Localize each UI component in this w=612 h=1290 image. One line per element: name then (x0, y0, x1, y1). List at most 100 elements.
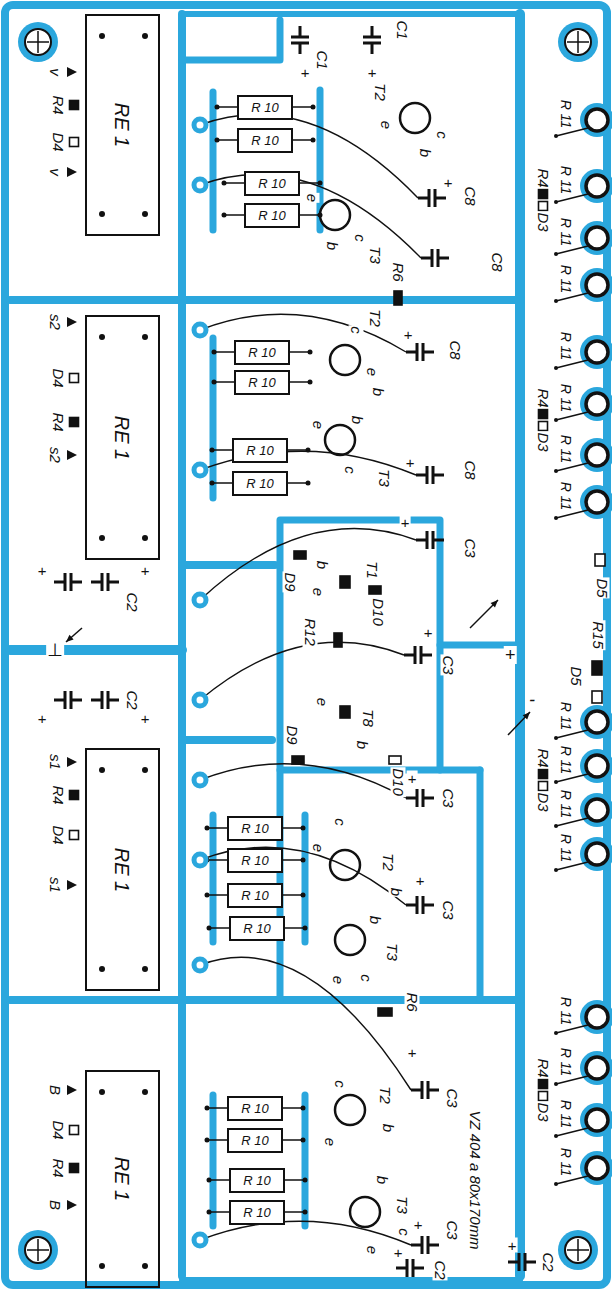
copper-trace (280, 520, 440, 770)
solder-point (554, 1082, 558, 1086)
solder-point (301, 1106, 306, 1111)
solder-point (301, 1138, 306, 1143)
pcb-label: T3 (377, 468, 392, 488)
pcb-label: D5 (569, 665, 584, 686)
relay-pin (99, 334, 105, 340)
resistor-body: R 10 (237, 128, 293, 153)
pcb-label: R 11 (559, 745, 573, 776)
resistor-body: R 10 (227, 848, 283, 873)
pad-ring (586, 444, 608, 466)
wire-pad (194, 594, 206, 606)
copper-trace (182, 561, 275, 569)
arrow-shaft (508, 712, 530, 735)
resistor-body: R 10 (244, 171, 300, 196)
arrow (470, 600, 498, 628)
pcb-label: ⊥ (46, 641, 64, 659)
mounting-hole (18, 22, 58, 62)
small-part (369, 586, 381, 594)
small-part (292, 756, 304, 764)
small-part (394, 291, 402, 305)
wire-pad (194, 959, 206, 971)
copper-trace (182, 20, 280, 60)
pad-ring (586, 491, 608, 513)
small-part (70, 374, 79, 383)
pcb-label: + (367, 65, 378, 80)
solder-point (210, 448, 215, 453)
copper-trace (210, 1095, 217, 1226)
pad-copper (580, 837, 612, 871)
transistor-outline (350, 1197, 380, 1227)
pcb-label: b (418, 148, 433, 158)
pcb-label: R 11 (559, 99, 573, 130)
capacitor-symbol (396, 1259, 424, 1277)
small-part (340, 576, 350, 588)
relay-pin (99, 1263, 105, 1269)
relay-outline: RE 1 (85, 1070, 160, 1288)
resistor-label: R 10 (248, 346, 275, 359)
relay-pin (99, 1089, 105, 1095)
pcb-label: R 11 (559, 833, 573, 864)
mounting-hole (558, 22, 598, 62)
pcb-label: R4 (51, 94, 66, 115)
hole-copper (18, 1230, 58, 1270)
solder-point (222, 181, 227, 186)
relay-pin (99, 767, 105, 773)
solder-point (303, 926, 308, 931)
jumper-wire (200, 1221, 411, 1245)
resistor-label: R 10 (241, 1134, 268, 1147)
resistor-label: R 10 (258, 209, 285, 222)
wire-pad (194, 1234, 206, 1246)
solder-point (212, 380, 217, 385)
pcb-label: c (333, 1079, 348, 1089)
pad-copper (580, 103, 612, 137)
pad-ring (586, 274, 608, 296)
pcb-label: R 11 (559, 701, 573, 732)
solder-point (212, 350, 217, 355)
pcb-label: R4 (536, 387, 551, 408)
relay-label: RE 1 (113, 847, 133, 891)
pad-ring (586, 175, 608, 197)
solder-point (554, 200, 558, 204)
solder-point (554, 134, 558, 138)
copper-trace (182, 1277, 520, 1283)
wire-pad (194, 179, 206, 191)
pcb-label: D3 (536, 431, 551, 452)
pcb-label: e (365, 1245, 380, 1255)
pad-copper (580, 335, 612, 369)
mounting-hole (18, 1230, 58, 1270)
pcb-label: R 11 (559, 331, 573, 362)
resistor-label: R 10 (243, 1174, 270, 1187)
transistor-outline (325, 425, 355, 455)
pcb-label: + (504, 646, 517, 664)
pad-copper (580, 793, 612, 827)
hole-copper (18, 22, 58, 62)
pcb-label: c (333, 817, 348, 827)
terminal-marker (67, 67, 77, 77)
arrow-head (66, 635, 74, 642)
hole-cross (567, 31, 589, 53)
pcb-label: C2 (541, 1251, 556, 1272)
solder-point (210, 481, 215, 486)
arrow-head (523, 712, 530, 719)
solder-point (207, 1178, 212, 1183)
small-part (340, 706, 350, 718)
resistor-body: R 10 (227, 816, 283, 841)
solder-point (311, 105, 316, 110)
small-part (70, 101, 79, 110)
pcb-label: VZ 404 a 80x170mm (468, 1109, 483, 1250)
arrow (66, 628, 82, 642)
pad-ring (586, 755, 608, 777)
solder-point (308, 350, 313, 355)
pad-ring (586, 393, 608, 415)
component-layer (18, 22, 612, 1277)
transistor-outline (320, 200, 350, 230)
pcb-label: + (393, 1245, 404, 1260)
small-part (539, 1092, 548, 1101)
pcb-label: b (325, 241, 340, 251)
pcb-label: b (389, 887, 404, 897)
pcb-label: b (381, 1123, 396, 1133)
pcb-label: B (48, 1084, 63, 1096)
small-part (378, 1008, 392, 1016)
pcb-label: D4 (51, 824, 66, 845)
pcb-label: b (355, 740, 370, 750)
